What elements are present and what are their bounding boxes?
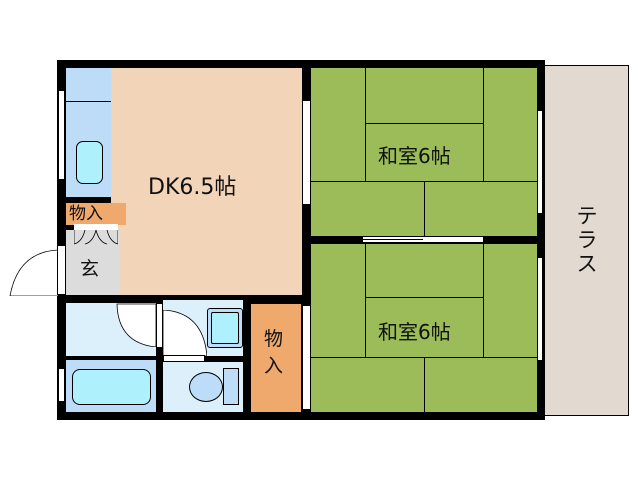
toilet-tank-icon xyxy=(223,368,239,405)
washbasin-inner xyxy=(211,312,239,344)
window-dk-right xyxy=(302,100,311,205)
room-washitsu-top: 和室6帖 xyxy=(311,68,537,236)
window-kitchen xyxy=(58,90,65,180)
tatami-line xyxy=(483,244,484,357)
storage-tall-label: 物 入 xyxy=(264,328,284,377)
sliding-door-fusuma xyxy=(362,236,484,243)
washitsu-bottom-label: 和室6帖 xyxy=(378,320,451,344)
toilet-bowl-icon xyxy=(189,372,223,402)
storage-tall: 物 入 xyxy=(251,304,301,412)
fusuma-track xyxy=(363,239,423,240)
kitchen-counter xyxy=(66,68,111,197)
tatami-line xyxy=(424,181,425,236)
room-dk-lower xyxy=(120,225,302,295)
front-door xyxy=(57,245,66,295)
tatami-line xyxy=(365,123,483,124)
tatami-line xyxy=(365,244,366,357)
sink-room-door-swing-icon xyxy=(163,310,207,356)
tatami-line xyxy=(365,68,366,181)
washroom-door-swing-icon xyxy=(116,303,156,347)
sink-room-threshold xyxy=(163,355,205,362)
terrace: テ ラ ス xyxy=(543,65,629,416)
closet-door-swing-icon xyxy=(74,230,118,245)
room-washitsu-bottom: 和室6帖 xyxy=(311,244,537,412)
window-washitsu-bottom-right xyxy=(537,257,543,361)
closet-door-strip xyxy=(74,224,118,230)
washroom xyxy=(66,303,156,356)
dk-label: DK6.5帖 xyxy=(148,175,237,200)
storage-small: 物入 xyxy=(66,203,126,225)
front-door-swing-icon xyxy=(9,249,59,296)
kitchen-sink-icon xyxy=(76,141,103,184)
toilet-room xyxy=(163,362,243,412)
bathtub-icon xyxy=(72,369,151,405)
tatami-line xyxy=(424,357,425,412)
storage-small-label: 物入 xyxy=(69,204,103,224)
entrance-label: 玄 xyxy=(80,258,100,280)
tatami-line xyxy=(483,68,484,181)
terrace-label: テ ラ ス xyxy=(576,204,598,276)
entrance: 玄 xyxy=(66,224,120,295)
window-bath xyxy=(58,368,65,402)
washroom-door xyxy=(156,303,163,348)
window-storage-right xyxy=(302,305,311,410)
bath-room xyxy=(66,360,156,412)
sink-room xyxy=(163,300,243,356)
counter-divider xyxy=(66,101,111,102)
tatami-line xyxy=(365,297,483,298)
washitsu-top-label: 和室6帖 xyxy=(378,144,451,168)
washbasin-icon xyxy=(207,308,243,348)
window-washitsu-top-right xyxy=(537,110,543,214)
